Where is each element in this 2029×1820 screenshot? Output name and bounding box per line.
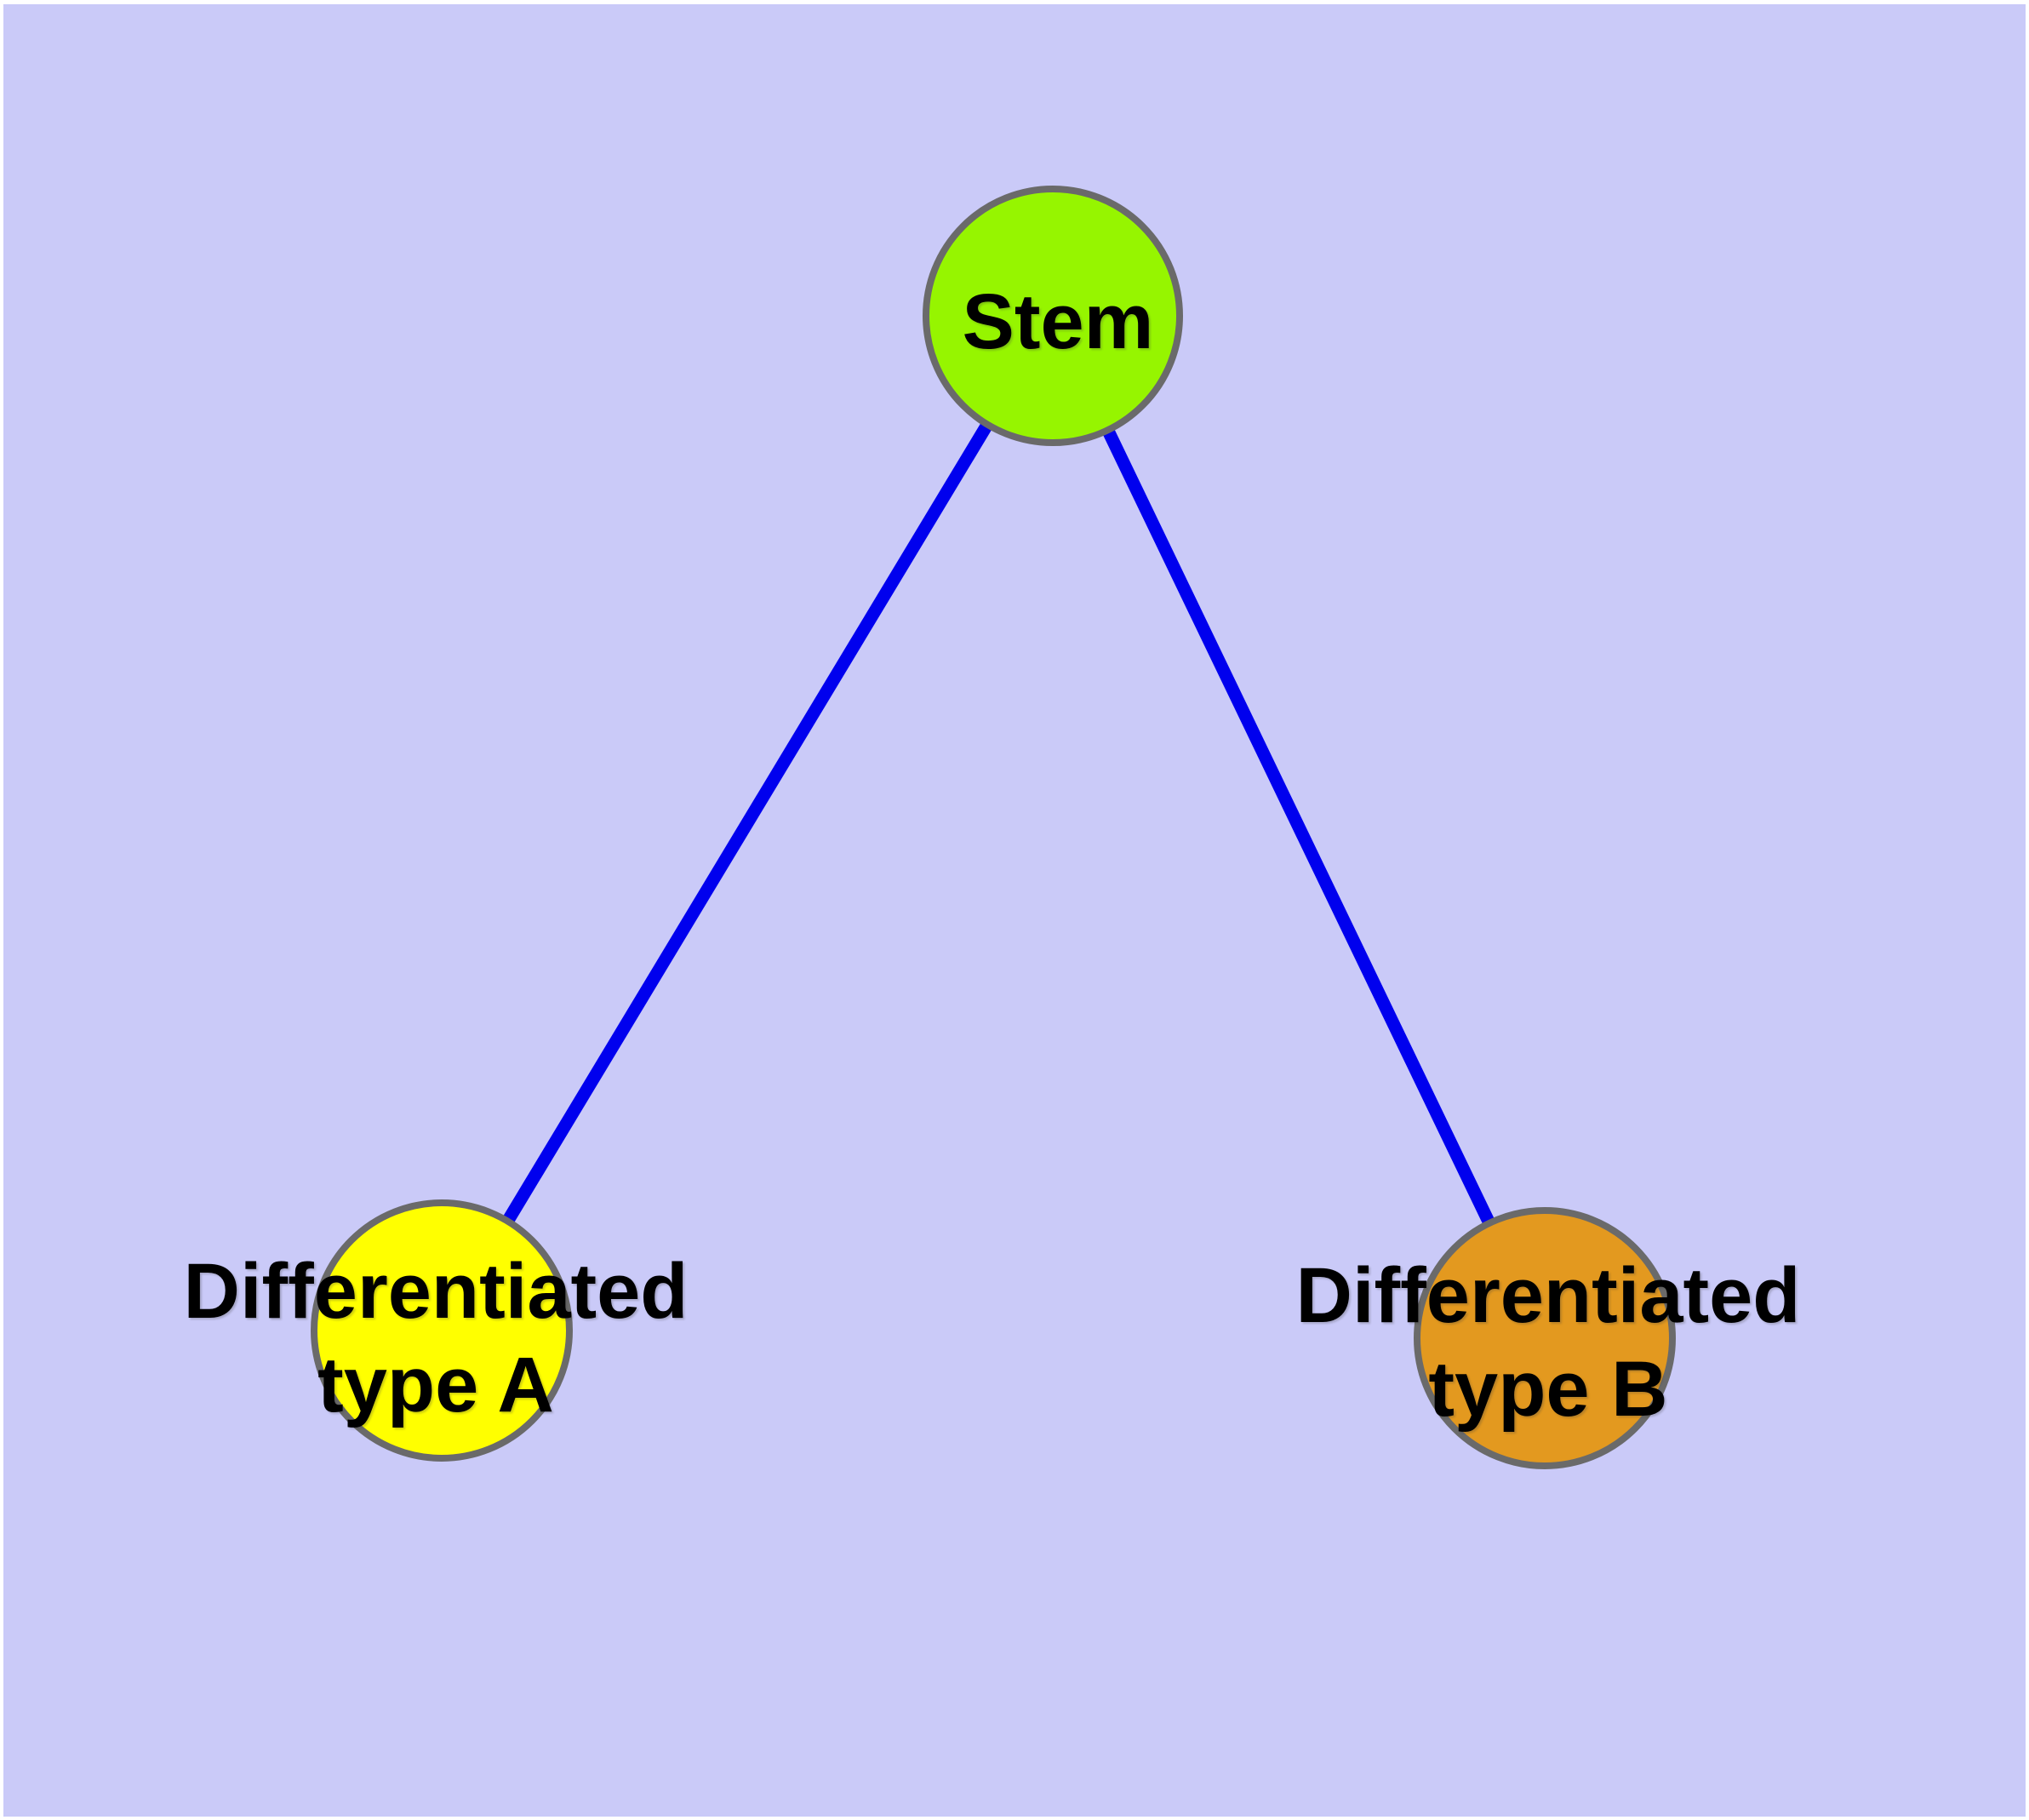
node-stem-circle <box>923 186 1183 446</box>
node-type-a-circle <box>311 1199 573 1462</box>
edge-stem-to-type-a <box>436 312 1059 1334</box>
node-type-b-circle <box>1414 1207 1676 1469</box>
graph-canvas: Stem Differentiated type A Differentiate… <box>3 4 2026 1817</box>
edge-stem-to-type-b <box>1047 312 1551 1342</box>
graph-svg <box>311 186 1676 1469</box>
